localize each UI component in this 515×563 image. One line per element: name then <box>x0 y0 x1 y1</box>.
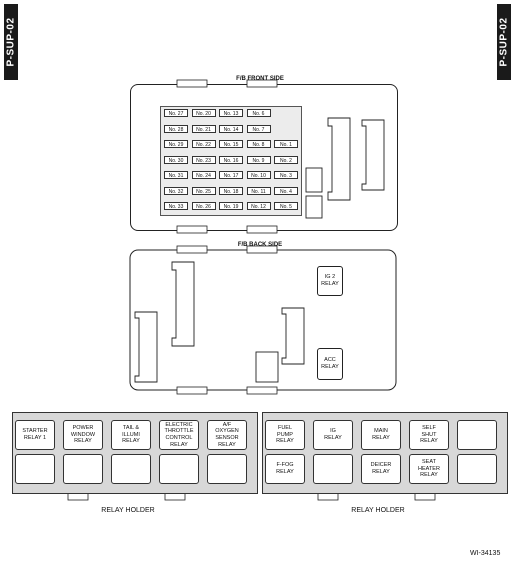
relay-holder-right-label: RELAY HOLDER <box>351 507 405 514</box>
fuse-label: No. 29 <box>164 140 188 148</box>
back-side-title: F/B BACK SIDE <box>237 242 283 248</box>
front-small-relay-1 <box>305 167 323 193</box>
holder-left-slot: STARTER RELAY 1 <box>15 420 55 450</box>
front-clip-bottom-right <box>246 225 278 234</box>
fuse-label: No. 14 <box>219 124 243 133</box>
fuse-label: No. 18 <box>219 186 243 195</box>
front-clip-top-right <box>246 79 278 88</box>
holder-left-slot: POWER WINDOW RELAY <box>63 420 103 450</box>
fuse-label: No. 12 <box>246 202 271 210</box>
fuse-label: No. 28 <box>164 124 188 133</box>
holder-right-slot: SEAT HEATER RELAY <box>409 454 449 484</box>
fuse-label: No. 4 <box>274 186 298 195</box>
holder-right-slot: IG RELAY <box>313 420 353 450</box>
fuse-label: No. 11 <box>246 186 271 195</box>
fuse-label: No. 25 <box>191 186 216 195</box>
front-connector-2 <box>361 119 385 191</box>
holder-left-slot: TAIL & ILLUMI RELAY <box>111 420 151 450</box>
holder-right-slot: DEICER RELAY <box>361 454 401 484</box>
back-connector-3 <box>281 307 305 365</box>
fuse-label: No. 2 <box>274 155 298 164</box>
relay-holder-left-label: RELAY HOLDER <box>101 507 155 514</box>
back-connector-2 <box>134 311 158 383</box>
holder-left-slot: A/F OXYGEN SENSOR RELAY <box>207 420 247 450</box>
section-tab-left: P-SUP-02 <box>4 4 18 80</box>
back-clip-bottom-right <box>246 386 278 395</box>
fuse-label: No. 6 <box>246 109 271 117</box>
back-clip-top-left <box>176 245 208 254</box>
holder-right-slot: SELF SHUT RELAY <box>409 420 449 450</box>
fuse-label: No. 21 <box>191 124 216 133</box>
back-connector-1 <box>171 261 195 347</box>
fuse-label: No. 31 <box>164 171 188 179</box>
fuse-label: No. 30 <box>164 155 188 164</box>
fuse-label: No. 27 <box>164 109 188 117</box>
front-connector-1 <box>327 117 351 201</box>
fuse-label: No. 10 <box>246 171 271 179</box>
holder-right-slot: FUEL PUMP RELAY <box>265 420 305 450</box>
fuse-label: No. 32 <box>164 186 188 195</box>
section-tab-right: P-SUP-02 <box>497 4 511 80</box>
holder-right-slot: F-FOG RELAY <box>265 454 305 484</box>
front-clip-bottom-left <box>176 225 208 234</box>
fuse-label: No. 8 <box>246 140 271 148</box>
acc-relay: ACC RELAY <box>317 348 343 380</box>
holder-left-slot <box>111 454 151 484</box>
fuse-label: No. 20 <box>191 109 216 117</box>
fuse-label: No. 15 <box>219 140 243 148</box>
holder-right-slot: MAIN RELAY <box>361 420 401 450</box>
holder-right-slot <box>313 454 353 484</box>
ig2-relay: IG 2 RELAY <box>317 266 343 296</box>
holder-left-slot: ELECTRIC THROTTLE CONTROL RELAY <box>159 420 199 450</box>
holder-right-slot <box>457 454 497 484</box>
holder-left-slot <box>15 454 55 484</box>
back-clip-top-right <box>246 245 278 254</box>
fuse-label: No. 24 <box>191 171 216 179</box>
front-side-title: F/B FRONT SIDE <box>236 76 284 82</box>
back-clip-bottom-left <box>176 386 208 395</box>
fuse-label: No. 26 <box>191 202 216 210</box>
holder-left-slot <box>207 454 247 484</box>
fuse-label: No. 1 <box>274 140 298 148</box>
fuse-label: No. 19 <box>219 202 243 210</box>
fuse-label: No. 33 <box>164 202 188 210</box>
fuse-label: No. 7 <box>246 124 271 133</box>
fuse-label: No. 5 <box>274 202 298 210</box>
front-clip-top-left <box>176 79 208 88</box>
fuse-label: No. 9 <box>246 155 271 164</box>
holder-left-slot <box>63 454 103 484</box>
fuse-label: No. 3 <box>274 171 298 179</box>
fuse-label: No. 13 <box>219 109 243 117</box>
fuse-label: No. 17 <box>219 171 243 179</box>
fuse-label: No. 22 <box>191 140 216 148</box>
front-small-relay-2 <box>305 195 323 219</box>
fuse-label: No. 23 <box>191 155 216 164</box>
back-connector-4 <box>255 351 279 383</box>
holder-left-slot <box>159 454 199 484</box>
fuse-label: No. 16 <box>219 155 243 164</box>
figure-id: WI-34135 <box>470 550 501 557</box>
holder-right-slot <box>457 420 497 450</box>
